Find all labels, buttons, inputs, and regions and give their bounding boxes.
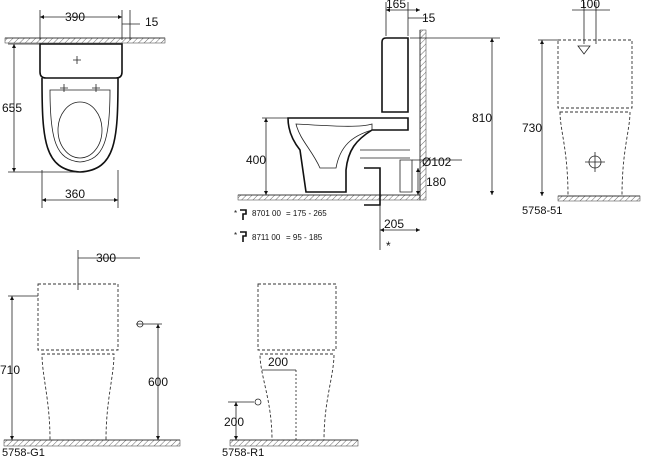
note-asterisk: *	[234, 231, 237, 240]
side-view: 165 15 810 400 Ø102 180 205 * * 8701 00 …	[234, 0, 500, 253]
trap-icon	[240, 231, 247, 242]
note-row: * 8701 00 = 175 - 265	[234, 209, 327, 220]
g1-model-label: 5758-G1	[2, 447, 45, 459]
top-depth-label: 655	[2, 101, 22, 115]
side-height-label: 810	[472, 111, 492, 125]
side-outlet-distance-label: 205	[384, 217, 404, 231]
note-row: * 8711 00 = 95 - 185	[234, 231, 323, 242]
top-width-label: 390	[65, 10, 85, 24]
r1-view: 200 200 5758-R1	[222, 283, 359, 459]
top-view: 390 15 655 360	[2, 10, 166, 208]
r1-connection-height-label: 200	[224, 415, 244, 429]
top-bowl-width-label: 360	[65, 187, 85, 201]
g1-offset-label: 300	[96, 251, 116, 265]
note-range: = 175 - 265	[286, 209, 327, 218]
side-outlet-diameter-label: Ø102	[422, 155, 452, 169]
front-view: 100 730 5758-51	[522, 0, 641, 217]
g1-height-label: 710	[0, 363, 20, 377]
g1-connection-height-label: 600	[148, 375, 168, 389]
g1-view: 300 600 710 5758-G1	[0, 250, 181, 459]
r1-offset-label: 200	[268, 355, 288, 369]
top-wall-gap-label: 15	[145, 15, 159, 29]
r1-model-label: 5758-R1	[222, 447, 264, 459]
side-asterisk-label: *	[386, 239, 391, 253]
side-outlet-height-label: 180	[426, 175, 446, 189]
note-range: = 95 - 185	[286, 233, 323, 242]
trap-icon	[240, 209, 247, 220]
front-model-label: 5758-51	[522, 205, 562, 217]
note-code: 8711 00	[252, 233, 281, 242]
side-top-offset-label: 165	[386, 0, 406, 11]
front-offset-label: 100	[580, 0, 600, 11]
note-asterisk: *	[234, 209, 237, 218]
side-seat-height-label: 400	[246, 153, 266, 167]
note-code: 8701 00	[252, 209, 281, 218]
side-wall-gap-label: 15	[422, 11, 436, 25]
front-height-label: 730	[522, 121, 542, 135]
